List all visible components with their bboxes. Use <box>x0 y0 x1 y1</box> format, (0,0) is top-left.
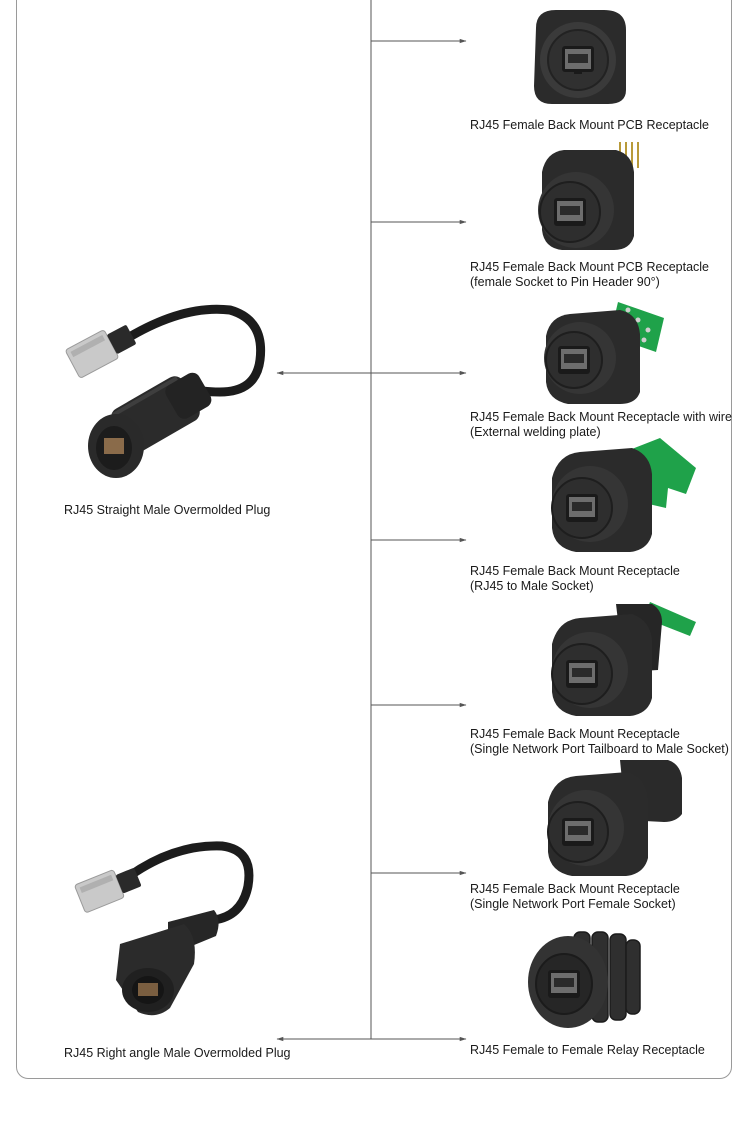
label-text: RJ45 Straight Male Overmolded Plug <box>64 503 271 517</box>
pcb-pin-header-image <box>538 142 639 250</box>
label-plug-straight: RJ45 Straight Male Overmolded Plug <box>64 503 270 518</box>
label-line-1: RJ45 Female Back Mount Receptacle with w… <box>470 410 732 424</box>
label-line-1: RJ45 Female Back Mount PCB Receptacle <box>470 118 709 132</box>
label-line-1: RJ45 Female Back Mount PCB Receptacle <box>470 260 709 274</box>
label-line-1: RJ45 Female Back Mount Receptacle <box>470 727 680 741</box>
label-rj45-male-socket: RJ45 Female Back Mount Receptacle (RJ45 … <box>470 564 680 594</box>
label-pcb-pin-header: RJ45 Female Back Mount PCB Receptacle (f… <box>470 260 709 290</box>
label-line-2: (RJ45 to Male Socket) <box>470 579 594 593</box>
relay-image <box>528 931 641 1028</box>
pcb-receptacle-image <box>534 10 626 104</box>
with-wire-image <box>544 302 664 404</box>
label-female-socket: RJ45 Female Back Mount Receptacle (Singl… <box>470 882 680 912</box>
label-line-2: (female Socket to Pin Header 90°) <box>470 275 660 289</box>
cut-off-text: ‾‾‾‾‾ <box>470 0 491 6</box>
rj45-male-socket-image <box>551 438 696 552</box>
label-line-1: RJ45 Female Back Mount Receptacle <box>470 882 680 896</box>
label-pcb-receptacle: RJ45 Female Back Mount PCB Receptacle <box>470 118 709 133</box>
label-line-2: (Single Network Port Tailboard to Male S… <box>470 742 729 756</box>
label-line-2: (Single Network Port Female Socket) <box>470 897 676 911</box>
label-line-1: RJ45 Female Back Mount Receptacle <box>470 564 680 578</box>
plug-straight-image <box>65 304 266 478</box>
label-with-wire: RJ45 Female Back Mount Receptacle with w… <box>470 410 732 440</box>
label-line-2: (External welding plate) <box>470 425 601 439</box>
content-frame <box>16 0 732 1079</box>
label-plug-right-angle: RJ45 Right angle Male Overmolded Plug <box>64 1046 291 1061</box>
female-socket-image <box>547 760 682 876</box>
plug-right-angle-image <box>74 841 254 1016</box>
label-tailboard: RJ45 Female Back Mount Receptacle (Singl… <box>470 727 729 757</box>
tailboard-image <box>551 602 696 716</box>
label-relay: RJ45 Female to Female Relay Receptacle <box>470 1043 705 1058</box>
label-text: RJ45 Right angle Male Overmolded Plug <box>64 1046 291 1060</box>
label-line-1: RJ45 Female to Female Relay Receptacle <box>470 1043 705 1057</box>
